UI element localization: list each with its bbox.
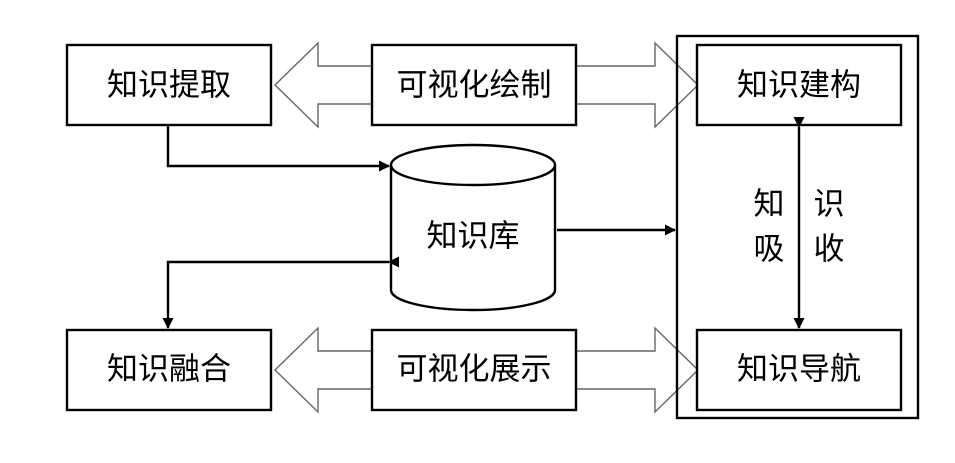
knowledge-extraction-label: 知识提取 [107, 67, 231, 104]
knowledge-construction-box [695, 43, 903, 127]
visual-drawing-label: 可视化绘制 [396, 67, 552, 104]
right-outer-frame [675, 34, 920, 420]
knowledge-navigation-box [695, 328, 903, 412]
visual-drawing-box [370, 43, 578, 127]
visual-display-label: 可视化展示 [396, 351, 552, 388]
base-fusion-double-arrow [162, 256, 399, 329]
visual-display-box [370, 328, 578, 412]
knowledge-construction-label: 知识建构 [737, 67, 861, 104]
absorption-char-1: 知 [753, 186, 785, 223]
extraction-to-base-arrow [166, 125, 390, 172]
knowledge-navigation-label: 知识导航 [737, 351, 861, 388]
knowledge-fusion-label: 知识融合 [107, 351, 231, 388]
acquisition-char-1: 识 [813, 186, 845, 223]
knowledge-base-cylinder [389, 143, 557, 312]
knowledge-extraction-box [65, 43, 273, 127]
absorption-char-2: 吸 [753, 231, 785, 268]
knowledge-base-label: 知识库 [426, 218, 520, 255]
knowledge-fusion-box [65, 328, 273, 412]
acquisition-char-2: 收 [813, 231, 845, 268]
